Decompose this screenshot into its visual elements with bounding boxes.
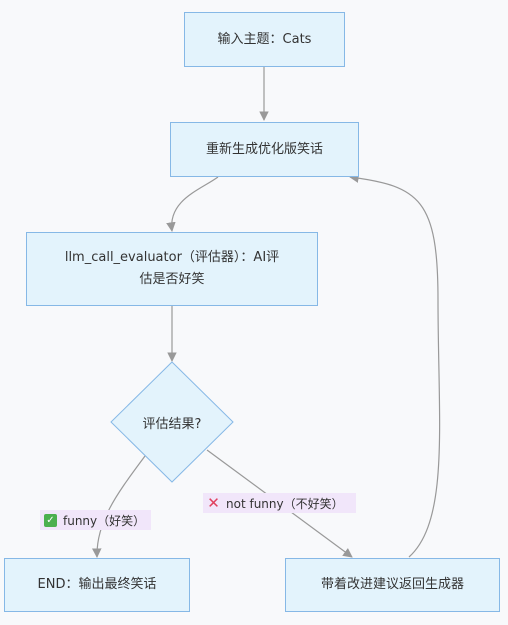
edge-label-not-funny: ✕ not funny（不好笑） [203, 493, 356, 513]
end-label: END：输出最终笑话 [37, 577, 157, 592]
feedback-node: 带着改进建议返回生成器 [285, 558, 500, 612]
edge-feedback-to-regenerate [349, 173, 441, 558]
regenerate-node: 重新生成优化版笑话 [170, 122, 359, 177]
input-topic-node: 输入主题：Cats [184, 12, 345, 67]
decision-label: 评估结果? [142, 416, 202, 432]
edge-regenerate-to-evaluator [166, 176, 219, 232]
edge-decision-to-end [91, 455, 146, 558]
evaluator-label-line2: 估是否好笑 [139, 272, 205, 287]
feedback-label: 带着改进建议返回生成器 [320, 577, 464, 592]
end-node: END：输出最终笑话 [4, 558, 190, 612]
regenerate-label: 重新生成优化版笑话 [205, 141, 323, 157]
edge-label-not-funny-text: not funny（不好笑） [226, 496, 344, 511]
evaluator-node: llm_call_evaluator（评估器）：AI评 估是否好笑 [26, 232, 318, 306]
edge-label-funny: ✓ funny（好笑） [40, 510, 151, 530]
check-mark-icon: ✓ [44, 513, 57, 527]
evaluator-label-line1: llm_call_evaluator（评估器）：AI评 [64, 250, 280, 265]
decision-diamond [110, 361, 234, 483]
cross-mark-icon: ✕ [207, 493, 220, 512]
edge-label-funny-text: funny（好笑） [63, 513, 146, 528]
input-topic-label: 输入主题：Cats [217, 31, 312, 47]
